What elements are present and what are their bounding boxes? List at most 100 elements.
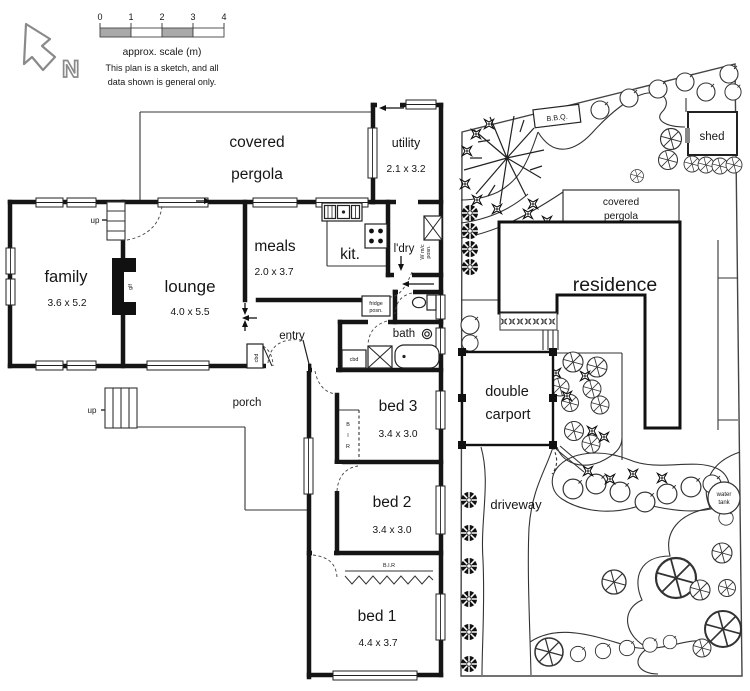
bath-basin-icon (421, 328, 433, 340)
tree-icon (689, 579, 711, 601)
dark-shrub-icon (460, 590, 478, 608)
kitchen-label: kit. (340, 246, 360, 263)
dark-shrub-icon (461, 258, 479, 276)
door-swing-arc (262, 345, 274, 367)
lounge-dims: 4.0 x 5.5 (170, 307, 209, 318)
direction-arrow-head (379, 105, 386, 111)
door-opening (368, 317, 388, 327)
bir-letter-b: B (346, 422, 350, 428)
porch-label: porch (233, 397, 262, 409)
door-swing-arc (394, 292, 413, 315)
tree-icon (582, 379, 602, 399)
fireplace: glf (112, 258, 136, 315)
fireplace-label: glf (128, 284, 134, 290)
bathtub-icon (394, 344, 440, 369)
dark-shrub-icon (461, 204, 479, 222)
shrub-circle-icon (562, 478, 584, 500)
dark-shrub-icon (461, 240, 479, 258)
bir-label: B.I.R (383, 563, 395, 569)
shrub-circle-icon (724, 83, 742, 101)
door-opening (398, 288, 413, 297)
scale-caption: approx. scale (m) (123, 47, 202, 58)
shrub-circle-icon (569, 645, 587, 663)
shed-label: shed (700, 131, 725, 143)
walls-layer (7, 102, 444, 680)
door-opening (394, 270, 412, 280)
tree-icon (563, 420, 585, 442)
windows-layer (5, 99, 446, 681)
meals-dims: 2.0 x 3.7 (254, 267, 293, 278)
laundry-trough-icon (423, 215, 443, 241)
shrub-circle-icon (680, 476, 702, 498)
tree-icon (697, 156, 715, 174)
tree-icon (601, 569, 627, 595)
bbq-label: B.B.Q. (546, 112, 568, 124)
floor-plan: glf (5, 99, 446, 681)
door-opening (266, 361, 308, 371)
water-tank-outline (707, 481, 741, 515)
direction-arrow-head (204, 198, 211, 204)
family-label: family (44, 268, 88, 286)
direction-arrow-head (402, 281, 409, 287)
pergola-label-1: covered (229, 134, 284, 151)
direction-arrow-head (242, 315, 249, 321)
large-tree-icon (463, 115, 545, 205)
door-swing-arc (336, 465, 359, 492)
bed3-label: bed 3 (379, 398, 418, 415)
bir-letter-r: R (346, 444, 350, 450)
door-swing-arc (267, 339, 304, 364)
robe-rail-icon (344, 575, 434, 585)
door-swing-arc (312, 554, 338, 578)
tree-icon (683, 155, 701, 173)
fridge-label-1: fridge (369, 301, 383, 307)
tree-icon (534, 637, 564, 667)
shrub-circle-icon (609, 481, 631, 503)
disclaimer-line-2: data shown is general only. (108, 77, 216, 87)
door-opening (377, 100, 400, 110)
door-swing-arc (314, 370, 337, 395)
laundry-label: l'dry (394, 243, 415, 255)
bath-label: bath (393, 328, 415, 340)
water-tank-label-1: water (716, 492, 732, 498)
bir-letter-i: I (347, 433, 349, 439)
shed-outline (687, 111, 738, 156)
site-pergola-label-2: pergola (604, 211, 638, 222)
dark-shrub-icon (460, 623, 478, 641)
dark-shrub-icon (460, 655, 478, 673)
stairs-up-top (106, 201, 126, 241)
shrub-circle-icon (618, 639, 636, 657)
pergola-label-2: pergola (231, 166, 283, 183)
water-tank-label-2: tank (718, 500, 730, 506)
door-opening (333, 464, 342, 491)
tree-icon (581, 434, 601, 454)
scale-tick-3: 3 (190, 12, 195, 22)
lounge-label: lounge (164, 277, 215, 296)
legend: N 0 1 2 3 4 approx. scale (m) This plan … (22, 12, 227, 87)
wmc-label-2: posn. (426, 245, 432, 258)
north-arrow-icon: N (22, 22, 80, 84)
shrub-circle-icon (642, 637, 658, 653)
scale-tick-4: 4 (221, 12, 226, 22)
dark-shrub-icon (460, 524, 478, 542)
stove-icon (364, 223, 388, 249)
site-steps (542, 330, 559, 350)
entry-cbd-label: cbd (254, 354, 260, 363)
bbq-area: B.B.Q. (532, 103, 582, 129)
shrub-circle-icon (656, 483, 678, 505)
carport (458, 348, 557, 449)
carport-label-1: double (485, 384, 529, 400)
tree-icon (725, 156, 743, 174)
toilet-icon (411, 294, 437, 311)
meals-label: meals (254, 238, 296, 255)
door-swing-arc (367, 320, 388, 345)
scale-bar: 0 1 2 3 4 (97, 12, 227, 38)
tree-icon (692, 638, 712, 658)
north-label: N (62, 56, 79, 83)
tree-icon (562, 351, 584, 373)
family-dims: 3.6 x 5.2 (47, 298, 86, 309)
porch-steps (104, 387, 138, 429)
scale-tick-1: 1 (128, 12, 133, 22)
site-pergola-label-1: covered (603, 197, 640, 208)
door-swings-layer (126, 205, 413, 578)
